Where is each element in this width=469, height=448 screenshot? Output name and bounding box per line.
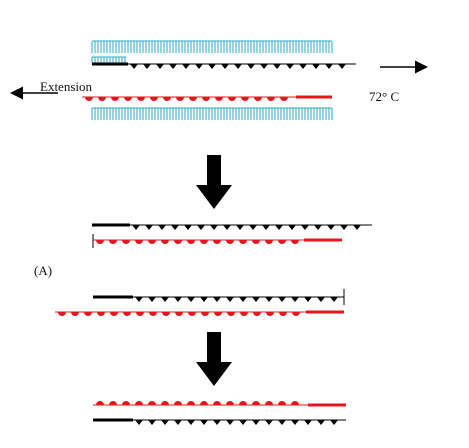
panel-a-template-bases (135, 297, 338, 302)
panel-a-extension-bases (58, 312, 300, 316)
arrow-down-icon-second (196, 332, 232, 386)
panel-a-label: (A) (34, 263, 53, 278)
arrow-left-icon (10, 86, 23, 100)
upper-template-bases (130, 64, 346, 69)
arrow-right-icon (415, 60, 428, 74)
bottom-extension-bases (96, 401, 299, 405)
upper-primer-comb (91, 56, 126, 63)
bottom-hybridization-comb (91, 107, 333, 120)
temperature-label: 72° C (369, 89, 400, 104)
bottom-template-bases (135, 420, 338, 425)
middle-extension-bases (96, 240, 299, 244)
middle-template-bases (132, 225, 361, 230)
lower-extension-bases (85, 97, 288, 101)
top-hybridization-comb (91, 40, 333, 53)
arrow-down-icon (196, 155, 232, 209)
extension-label: Extension (40, 79, 92, 94)
